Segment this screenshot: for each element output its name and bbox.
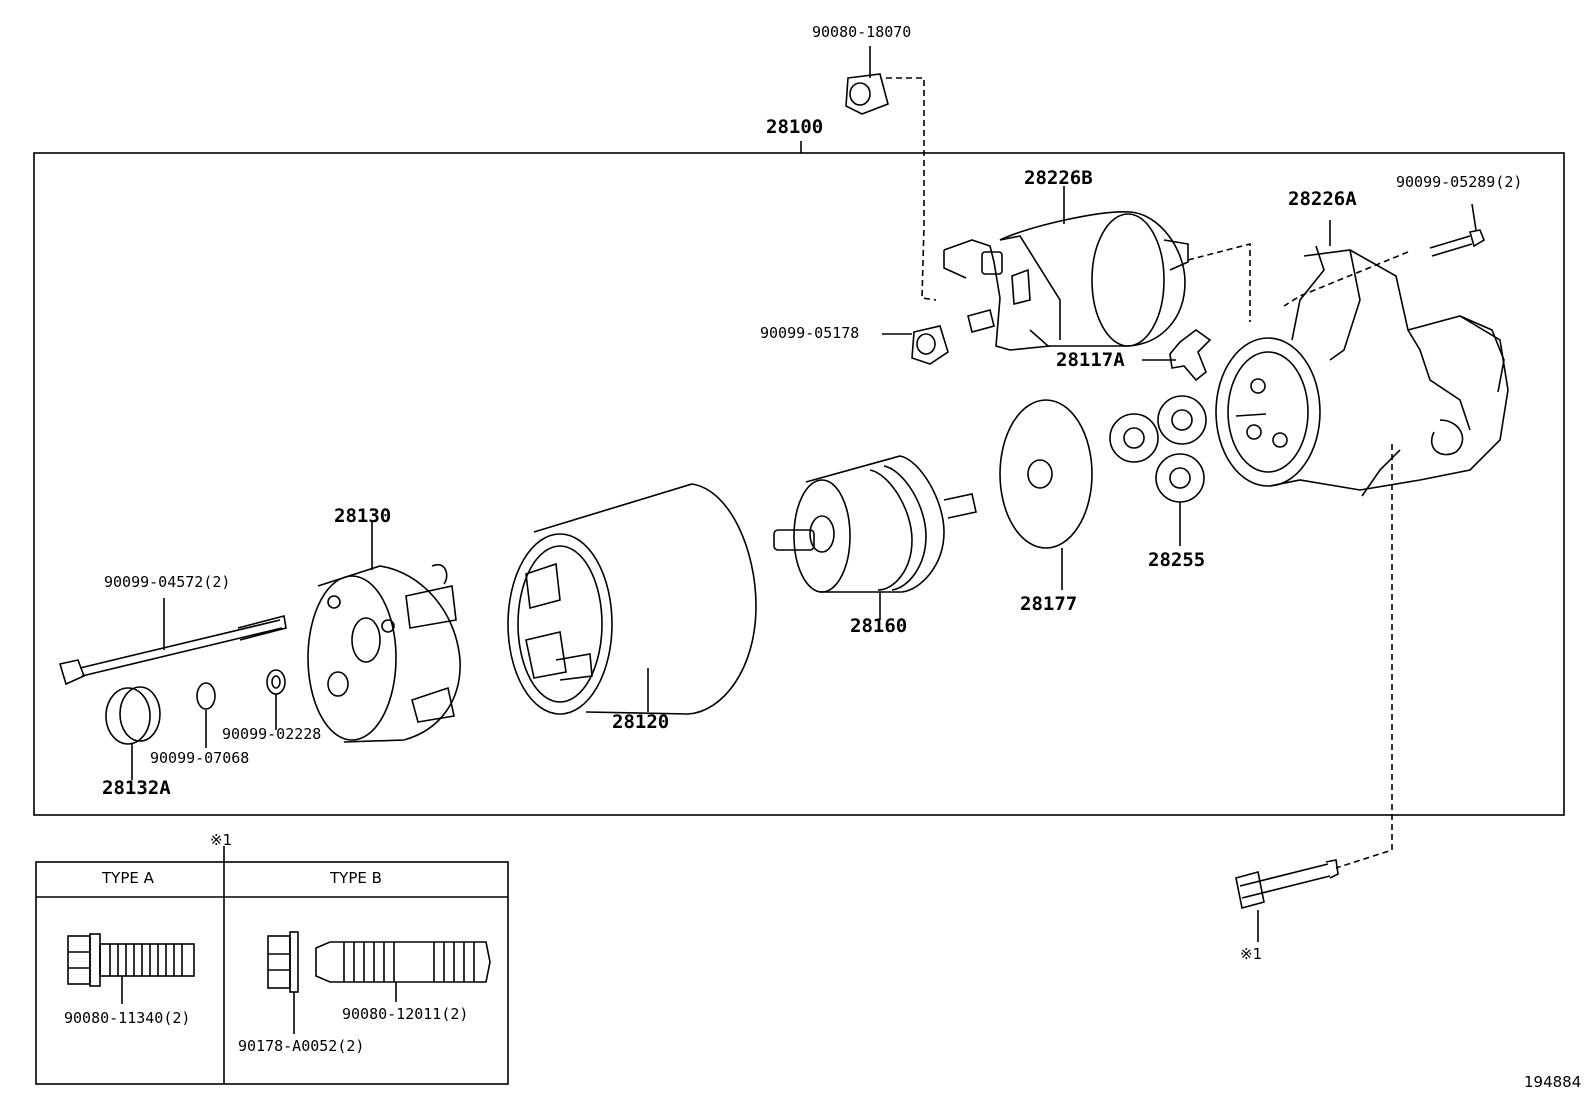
label-28226B: 28226B [1024, 167, 1093, 189]
label-90080-18070: 90080-18070 [812, 23, 912, 41]
label-90099-05178: 90099-05178 [760, 324, 860, 342]
label-90099-02228: 90099-02228 [222, 725, 322, 743]
label-90099-05289: 90099-05289(2) [1396, 173, 1523, 191]
label-28177: 28177 [1020, 593, 1078, 615]
ref-mark-table: ※1 [210, 831, 233, 849]
plate-28177 [999, 399, 1093, 590]
assembly-frame [33, 152, 1565, 816]
type-b-stud [315, 941, 491, 1002]
type-a-header: TYPE A [102, 869, 154, 887]
lever-28117A [1142, 329, 1212, 382]
screw-90099-05289 [1429, 203, 1485, 257]
armature-28160 [773, 455, 977, 620]
label-28255: 28255 [1148, 549, 1206, 571]
label-28130: 28130 [334, 505, 392, 527]
type-b-nut [267, 931, 299, 1034]
solenoid-28226B [943, 186, 1189, 351]
housing-28226A [1215, 220, 1509, 497]
nut-90099-05178 [882, 325, 949, 365]
label-28226A: 28226A [1288, 188, 1357, 210]
planet-gears-28255 [1109, 395, 1207, 546]
label-90080-12011: 90080-12011(2) [342, 1005, 469, 1023]
label-assembly-28100: 28100 [766, 116, 824, 138]
mount-bolt-ref1 [1235, 859, 1339, 942]
type-b-header: TYPE B [330, 869, 382, 887]
label-90099-04572: 90099-04572(2) [104, 573, 231, 591]
type-a-bolt [67, 933, 195, 1004]
washer-90099-02228 [266, 669, 286, 730]
cap-28132A [105, 686, 161, 780]
label-28132A: 28132A [102, 777, 171, 799]
end-frame-28130 [307, 522, 461, 743]
detail-table [35, 846, 509, 1085]
yoke-28120 [507, 483, 757, 715]
label-90178-A0052: 90178-A0052(2) [238, 1037, 365, 1055]
label-90080-11340: 90080-11340(2) [64, 1009, 191, 1027]
through-bolt-90099-04572 [58, 598, 287, 686]
label-28120: 28120 [612, 711, 670, 733]
nut-90080-18070 [845, 46, 889, 115]
ref-mark-bolt: ※1 [1240, 945, 1263, 963]
label-90099-07068: 90099-07068 [150, 749, 250, 767]
lock-washer-90099-07068 [196, 682, 216, 748]
label-28160: 28160 [850, 615, 908, 637]
diagram-id: 194884 [1524, 1073, 1582, 1091]
label-28117A: 28117A [1056, 349, 1125, 371]
